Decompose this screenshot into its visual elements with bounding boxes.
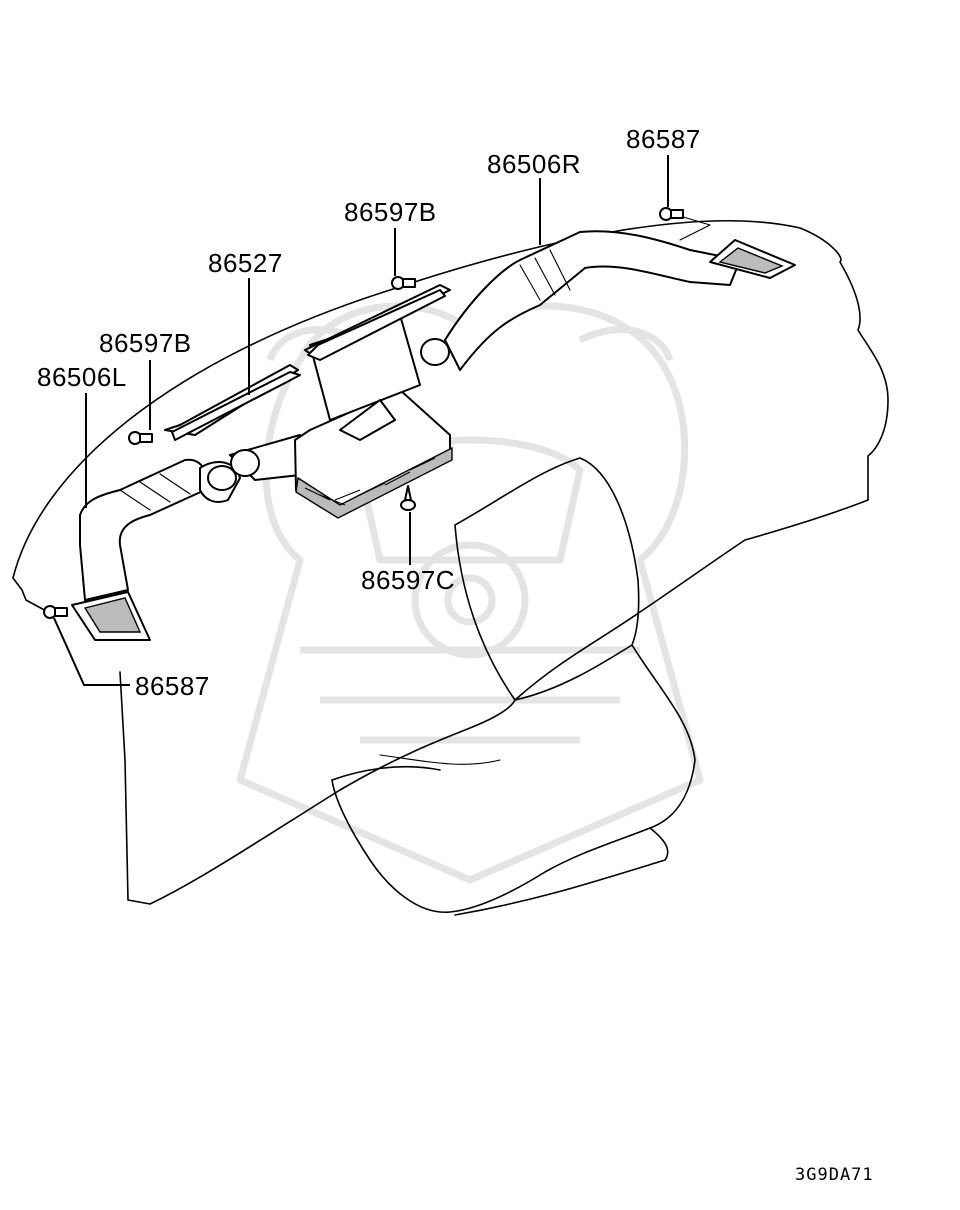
label-86527: 86527 — [208, 248, 283, 278]
label-86506L: 86506L — [37, 362, 127, 392]
label-86597B-top: 86597B — [344, 197, 437, 227]
label-86597B-left: 86597B — [99, 328, 192, 358]
watermark-emblem — [236, 302, 704, 884]
screw-86597C — [400, 485, 416, 511]
label-86587-bottom: 86587 — [135, 671, 210, 701]
fasteners — [43, 207, 684, 619]
left-duct-86506L — [71, 458, 241, 641]
right-duct-86506R — [444, 215, 796, 371]
leader-lines — [53, 155, 669, 686]
clip-86587-top — [659, 207, 684, 221]
clip-86597B-top — [391, 276, 416, 290]
label-86506R: 86506R — [487, 149, 581, 179]
clip-86587-bottom — [43, 605, 68, 619]
center-duct-86527 — [164, 284, 453, 519]
label-86587-top: 86587 — [626, 124, 701, 154]
figure-code: 3G9DA71 — [795, 1165, 874, 1185]
label-86597C: 86597C — [361, 565, 455, 595]
clip-86597B-left — [128, 431, 153, 445]
dashboard-outline — [12, 220, 889, 916]
